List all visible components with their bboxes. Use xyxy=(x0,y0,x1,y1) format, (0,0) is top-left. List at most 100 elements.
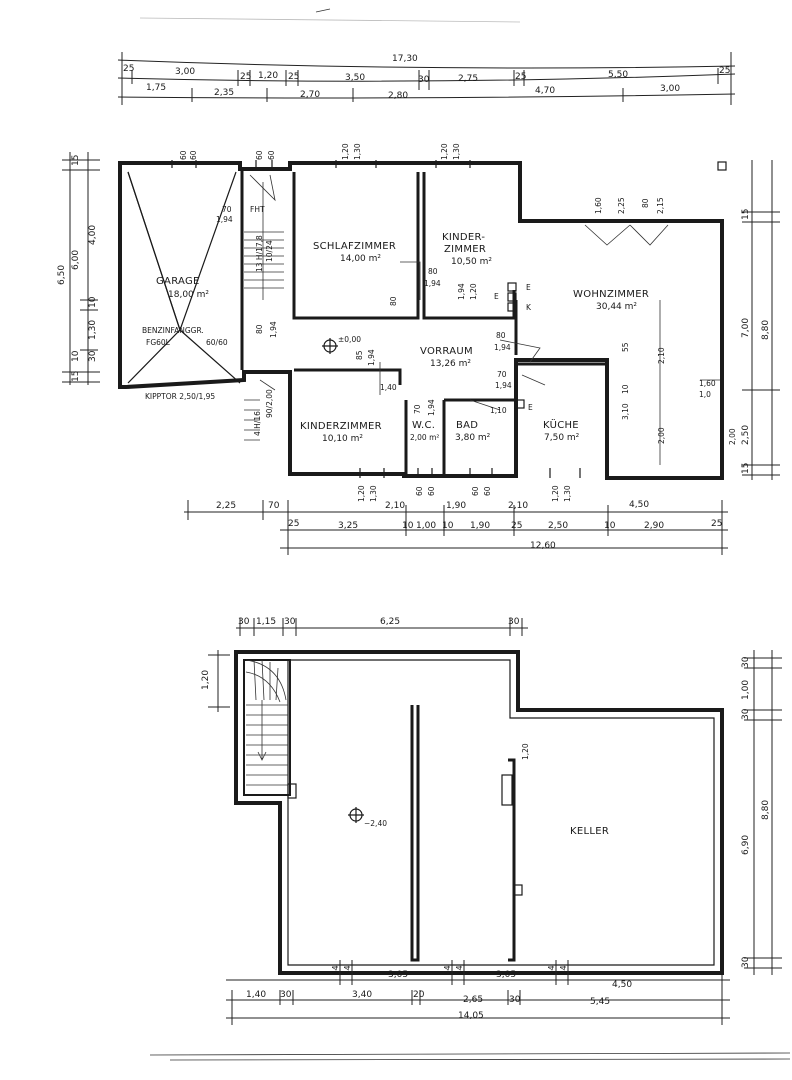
dim-bottom2: 1,90 xyxy=(470,521,490,531)
dim-top2: 2,70 xyxy=(300,90,320,100)
dim-top: 25 xyxy=(123,64,134,74)
dim-basement-bottom0: 64 xyxy=(547,965,556,975)
door-label: 70 xyxy=(222,205,232,214)
door-swings xyxy=(379,224,720,465)
opening-label: 1,20 xyxy=(357,485,366,502)
ground-floor-plan: 17,30 25 3,00 25 1,20 25 3,50 30 2,75 25… xyxy=(57,52,780,555)
dim-left: 6,00 xyxy=(71,250,81,270)
opening-label: 60 xyxy=(179,150,188,160)
top-dimensions: 17,30 25 3,00 25 1,20 25 3,50 30 2,75 25… xyxy=(117,52,736,105)
door-label: 1,94 xyxy=(367,349,376,366)
opening-label: 1,20 xyxy=(341,143,350,160)
room-kinderzimmer2-name: KINDERZIMMER xyxy=(300,421,382,432)
room-labels: GARAGE 18,00 m² BENZINFANGGR. FG60L 60/6… xyxy=(142,232,649,444)
room-keller-name: KELLER xyxy=(570,826,609,837)
opening-label: 1,20 xyxy=(440,143,449,160)
stair-labels: FHT 13 H/17,8 10/24 4 H/16 90/2,00 xyxy=(250,205,274,436)
door-label: 85 xyxy=(355,350,364,360)
garage-tank-label: BENZINFANGGR. xyxy=(142,326,204,335)
dim-bottom: 2,10 xyxy=(385,501,405,511)
room-wohnzimmer-name: WOHNZIMMER xyxy=(573,289,649,300)
dim-right: 15 xyxy=(741,463,751,474)
dim-left: 1,30 xyxy=(88,320,98,340)
dim-basement-right: 8,80 xyxy=(761,800,771,820)
ground-floor-outer-wall xyxy=(118,161,724,480)
dim-basement-right: 1,00 xyxy=(741,680,751,700)
opening-label: 1,30 xyxy=(369,485,378,502)
window-marks xyxy=(171,160,581,478)
dim-basement-overall: 14,05 xyxy=(458,1011,484,1021)
room-garage-name: GARAGE xyxy=(156,276,200,287)
dim-bottom: 70 xyxy=(268,501,280,511)
inner-dim: 1,0 xyxy=(699,390,711,399)
dim-bottom2: 25 xyxy=(511,521,522,531)
door-label: 1,20 xyxy=(469,283,478,300)
room-vorraum-area: 13,26 m² xyxy=(430,359,471,369)
scan-line-bottom-2 xyxy=(169,1058,791,1061)
inner-dim: 2,00 xyxy=(657,427,666,444)
dim-top2: 2,35 xyxy=(214,88,234,98)
dim-top: 30 xyxy=(418,75,430,85)
dim-top: 2,75 xyxy=(458,74,478,84)
dim-basement-bottom0: 3,05 xyxy=(388,970,408,980)
stair-tread-label: 10/24 xyxy=(265,240,274,262)
opening-label: 1,30 xyxy=(563,485,572,502)
room-schlafzimmer-name: SCHLAFZIMMER xyxy=(313,241,396,252)
dim-basement-bottom0: 44 xyxy=(455,965,464,975)
door-label: 1,10 xyxy=(490,406,507,415)
dim-basement-bottom0: 4,50 xyxy=(612,980,632,990)
door-label: 1,94 xyxy=(427,399,436,416)
dim-top: 25 xyxy=(240,72,251,82)
room-kinderzimmer1-area: 10,50 m² xyxy=(451,257,492,267)
dim-basement-bottom0: 44 xyxy=(343,965,352,975)
room-vorraum-name: VORRAUM xyxy=(420,346,473,357)
bottom-dimensions: 2,25 70 2,10 1,90 2,10 4,50 25 3,25 10 1… xyxy=(184,500,728,555)
garage-tank-size: 60/60 xyxy=(206,338,228,347)
dim-left-overall: 6,50 xyxy=(57,265,67,285)
dim-basement-bottom0: 44 xyxy=(559,965,568,975)
dim-basement-top: 30 xyxy=(284,617,296,627)
inner-dim: 3,10 xyxy=(621,403,630,420)
dim-basement-top: 6,25 xyxy=(380,617,400,627)
dim-basement-bottom0: 3,05 xyxy=(496,970,516,980)
basement-inner-outline xyxy=(287,659,715,966)
mark-e: E xyxy=(494,292,499,301)
dim-left: 4,00 xyxy=(88,225,98,245)
dim-basement-top: 1,15 xyxy=(256,617,276,627)
room-garage-area: 18,00 m² xyxy=(168,290,209,300)
door-label: 1,94 xyxy=(269,321,278,338)
dim-basement-right: 6,90 xyxy=(741,835,751,855)
basement-outer-wall xyxy=(234,650,724,975)
door-label: 1,94 xyxy=(494,343,511,352)
dim-basement-bottom1: 30 xyxy=(280,990,292,1000)
level-marker: ±0,00 xyxy=(322,335,361,354)
dim-bottom: 4,50 xyxy=(629,500,649,510)
dim-left: 30 xyxy=(88,350,98,362)
opening-label: 2,25 xyxy=(617,197,626,214)
opening-label: 1,60 xyxy=(594,197,603,214)
door-label: 1,94 xyxy=(495,381,512,390)
garage-roof-lines xyxy=(127,171,241,384)
garage-door-label: KIPPTOR 2,50/1,95 xyxy=(145,392,215,401)
dim-basement-right: 30 xyxy=(741,956,751,968)
basement-bottom-dimensions: 64 44 3,05 64 44 3,05 64 44 4,50 1,40 30… xyxy=(226,960,730,1025)
room-wc-name: W.C. xyxy=(412,420,435,431)
room-kinderzimmer1-name: KINDER- xyxy=(442,232,485,243)
ground-floor-staircase xyxy=(244,174,284,441)
dim-basement-top: 30 xyxy=(508,617,520,627)
room-kueche-area: 7,50 m² xyxy=(544,433,580,443)
dim-left: 10 xyxy=(71,350,81,362)
door-label: 1,40 xyxy=(380,383,397,392)
stair-lower-tread: 90/2,00 xyxy=(265,389,274,418)
dim-basement-left: 1,20 xyxy=(201,670,211,690)
dim-bottom2: 1,00 xyxy=(416,521,436,531)
inner-dim: 2,00 xyxy=(728,428,737,445)
basement-plan: 30 1,15 30 6,25 30 1,20 30 1,00 30 6,90 … xyxy=(201,617,782,1025)
dim-left: 15 xyxy=(71,371,81,382)
dim-right: 15 xyxy=(741,209,751,220)
wohnzimmer-inner-labels: 55 2,10 3,10 2,00 1,60 1,0 2,00 10 xyxy=(621,342,737,445)
dim-left: 15 xyxy=(71,155,81,166)
dim-bottom2: 3,25 xyxy=(338,521,358,531)
inner-dim: 10 xyxy=(621,384,630,394)
